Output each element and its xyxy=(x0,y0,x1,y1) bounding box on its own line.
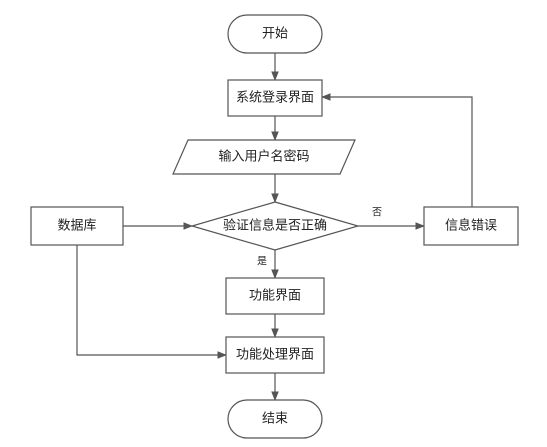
input-credentials-label: 输入用户名密码 xyxy=(218,149,309,165)
function-process-node xyxy=(225,336,325,374)
start-node xyxy=(227,14,323,54)
no-label: 否 xyxy=(372,207,382,219)
end-node xyxy=(227,399,323,439)
input-credentials-node xyxy=(172,139,356,175)
function-screen-label: 功能界面 xyxy=(249,289,301,304)
yes-label: 是 xyxy=(257,256,267,268)
database-node xyxy=(30,206,124,246)
error-node xyxy=(423,206,519,246)
end-label: 结束 xyxy=(262,412,288,427)
error-label: 信息错误 xyxy=(445,218,497,234)
edge-error-to-login xyxy=(321,93,473,207)
function-process-label: 功能处理界面 xyxy=(236,348,314,363)
verify-label: 验证信息是否正确 xyxy=(223,218,327,234)
edge-database-to-process xyxy=(76,245,227,359)
start-label: 开始 xyxy=(262,27,288,42)
function-screen-node xyxy=(225,277,325,315)
login-screen-node xyxy=(227,79,323,117)
verify-decision-node xyxy=(189,201,361,251)
database-label: 数据库 xyxy=(57,218,96,234)
login-screen-label: 系统登录界面 xyxy=(236,91,314,106)
